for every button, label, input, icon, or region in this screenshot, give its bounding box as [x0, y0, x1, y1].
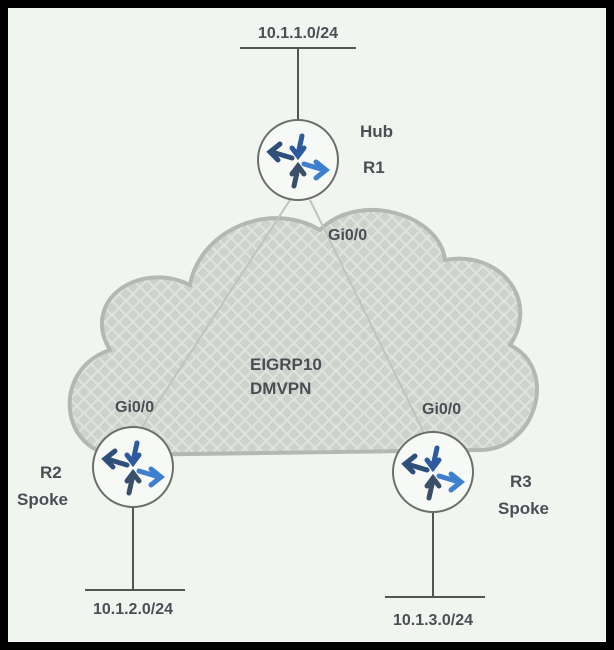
r2-name-label: R2 [40, 463, 62, 482]
r2-lan-link [85, 507, 185, 591]
router-r3[interactable] [392, 431, 474, 513]
r2-interface-label: Gi0/0 [115, 399, 154, 416]
r3-role-label: Spoke [498, 499, 549, 518]
r3-lan-link [385, 512, 485, 598]
r3-interface-label: Gi0/0 [422, 401, 461, 418]
router-r1[interactable] [257, 119, 339, 201]
r1-interface-label: Gi0/0 [328, 227, 367, 244]
hub-lan-label: 10.1.1.0/24 [258, 25, 338, 42]
dmvpn-cloud [67, 199, 539, 458]
hub-lan-link [240, 47, 356, 120]
r2-lan-label: 10.1.2.0/24 [93, 601, 173, 618]
cloud-technology-label: DMVPN [250, 379, 311, 398]
r2-role-label: Spoke [17, 490, 68, 509]
router-r2[interactable] [92, 426, 174, 508]
r3-lan-label: 10.1.3.0/24 [393, 612, 473, 629]
r1-name-label: R1 [363, 158, 385, 177]
r3-name-label: R3 [510, 472, 532, 491]
r1-role-label: Hub [360, 122, 393, 141]
cloud-protocol-label: EIGRP10 [250, 355, 322, 374]
